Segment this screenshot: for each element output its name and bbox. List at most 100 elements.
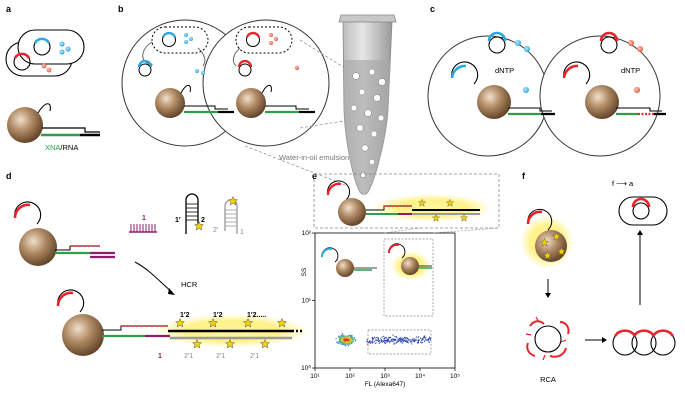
scatter-point bbox=[378, 342, 380, 344]
scatter-point bbox=[384, 342, 386, 344]
scatter-point bbox=[349, 343, 351, 345]
scatter-point bbox=[370, 341, 372, 343]
primer-label-sep: / bbox=[60, 143, 63, 152]
scatter-point bbox=[369, 341, 371, 343]
scatter-point bbox=[339, 342, 341, 344]
scatter-point bbox=[399, 339, 402, 341]
scatter-point bbox=[348, 339, 350, 341]
hp-label-2p: 2′ bbox=[213, 227, 219, 234]
scatter-point bbox=[425, 339, 427, 341]
scatter-point bbox=[338, 337, 341, 340]
initiator-comb bbox=[129, 224, 157, 233]
scatter-point bbox=[395, 336, 397, 338]
scatter-point bbox=[371, 342, 374, 344]
scatter-point bbox=[372, 337, 374, 340]
panel-a: a XNA/RNA bbox=[5, 4, 100, 152]
hcr-label: HCR bbox=[181, 280, 198, 289]
scatter-point bbox=[380, 338, 382, 340]
emulsion-label: Water-in-oil emulsion bbox=[279, 153, 349, 162]
x-tick-label: 10⁵ bbox=[450, 373, 460, 380]
scatter-point bbox=[354, 340, 357, 342]
scatter-point bbox=[341, 339, 343, 341]
scatter-point bbox=[341, 333, 344, 335]
x-axis-label: FL (Alexa647) bbox=[365, 381, 406, 388]
scatter-point bbox=[417, 342, 419, 344]
scatter-point bbox=[374, 342, 376, 344]
scatter-point bbox=[389, 336, 392, 338]
prod-top-3: 1′2..... bbox=[247, 312, 266, 319]
gate-high bbox=[383, 238, 434, 317]
scatter-point bbox=[351, 337, 353, 339]
y-tick-label: 10¹ bbox=[302, 298, 312, 305]
scatter-point bbox=[343, 337, 345, 339]
scatter-point bbox=[379, 341, 381, 343]
scatter-point bbox=[369, 340, 371, 342]
scatter-point bbox=[382, 340, 385, 342]
prod-top-2: 1′2 bbox=[213, 312, 223, 319]
scatter-point bbox=[336, 341, 339, 344]
scatter-point bbox=[339, 339, 342, 341]
panel-c: c dNTP dNTP bbox=[427, 4, 666, 157]
scatter-point bbox=[424, 338, 426, 340]
scatter-point bbox=[371, 336, 373, 339]
y-tick-label: 10² bbox=[302, 230, 312, 237]
scatter-point bbox=[387, 339, 389, 341]
bead-primer bbox=[7, 103, 100, 143]
scatter-point bbox=[350, 339, 352, 341]
prod-bot-3: 2′1 bbox=[216, 353, 225, 360]
prod-top-1: 1′2 bbox=[180, 312, 190, 319]
scatter-point bbox=[417, 339, 419, 341]
x-tick-label: 10⁴ bbox=[415, 373, 425, 380]
scatter-point bbox=[386, 341, 388, 343]
scatter-point bbox=[369, 342, 371, 344]
hp-label-1: 1 bbox=[142, 215, 146, 222]
scatter-point bbox=[348, 334, 350, 337]
dashed-cell-1 bbox=[151, 26, 209, 54]
scatter-point bbox=[396, 340, 398, 342]
scatter-point bbox=[420, 339, 422, 341]
scatter-point bbox=[366, 340, 368, 342]
scatter-point bbox=[383, 339, 385, 341]
scatter-point bbox=[381, 336, 383, 338]
scatter-point bbox=[354, 338, 356, 341]
y-tick-label: 10⁰ bbox=[301, 364, 311, 372]
scatter-point bbox=[407, 342, 409, 344]
y-axis-label: SS bbox=[301, 267, 308, 276]
scatter-point bbox=[409, 341, 412, 343]
scatter-point bbox=[393, 342, 395, 344]
scatter-point bbox=[424, 340, 426, 342]
scatter-point bbox=[427, 339, 429, 341]
scatter-point bbox=[338, 335, 340, 337]
scatter-point bbox=[345, 344, 347, 346]
scatter-point bbox=[339, 341, 341, 343]
scatter-point bbox=[351, 340, 353, 342]
x-tick-label: 10² bbox=[345, 373, 355, 380]
scatter-point bbox=[345, 341, 348, 343]
scatter-point bbox=[401, 337, 403, 339]
scatter-point bbox=[425, 336, 427, 338]
scatter-point bbox=[400, 340, 402, 342]
scatter-point bbox=[342, 336, 345, 338]
scatter-point bbox=[352, 340, 354, 343]
plot-frame bbox=[314, 232, 456, 369]
scatter-point bbox=[397, 339, 399, 341]
scatter-point bbox=[374, 337, 376, 339]
scatter-point bbox=[377, 339, 379, 341]
primer-label-rna: RNA bbox=[63, 143, 79, 152]
scatter-point bbox=[399, 340, 402, 342]
x-tick-label: 10¹ bbox=[310, 373, 320, 380]
scatter-point bbox=[343, 339, 346, 342]
scatter-point bbox=[384, 343, 386, 345]
scatter-point bbox=[405, 338, 407, 340]
scatter-point bbox=[417, 336, 419, 338]
scatter-point bbox=[411, 343, 413, 345]
plasmid-chain bbox=[612, 329, 676, 356]
scatter-point bbox=[382, 341, 384, 343]
scatter-point bbox=[399, 340, 401, 342]
scatter-point bbox=[401, 342, 403, 344]
panel-d: d 1 1′ 2 bbox=[6, 171, 310, 360]
scatter-point bbox=[420, 342, 422, 344]
